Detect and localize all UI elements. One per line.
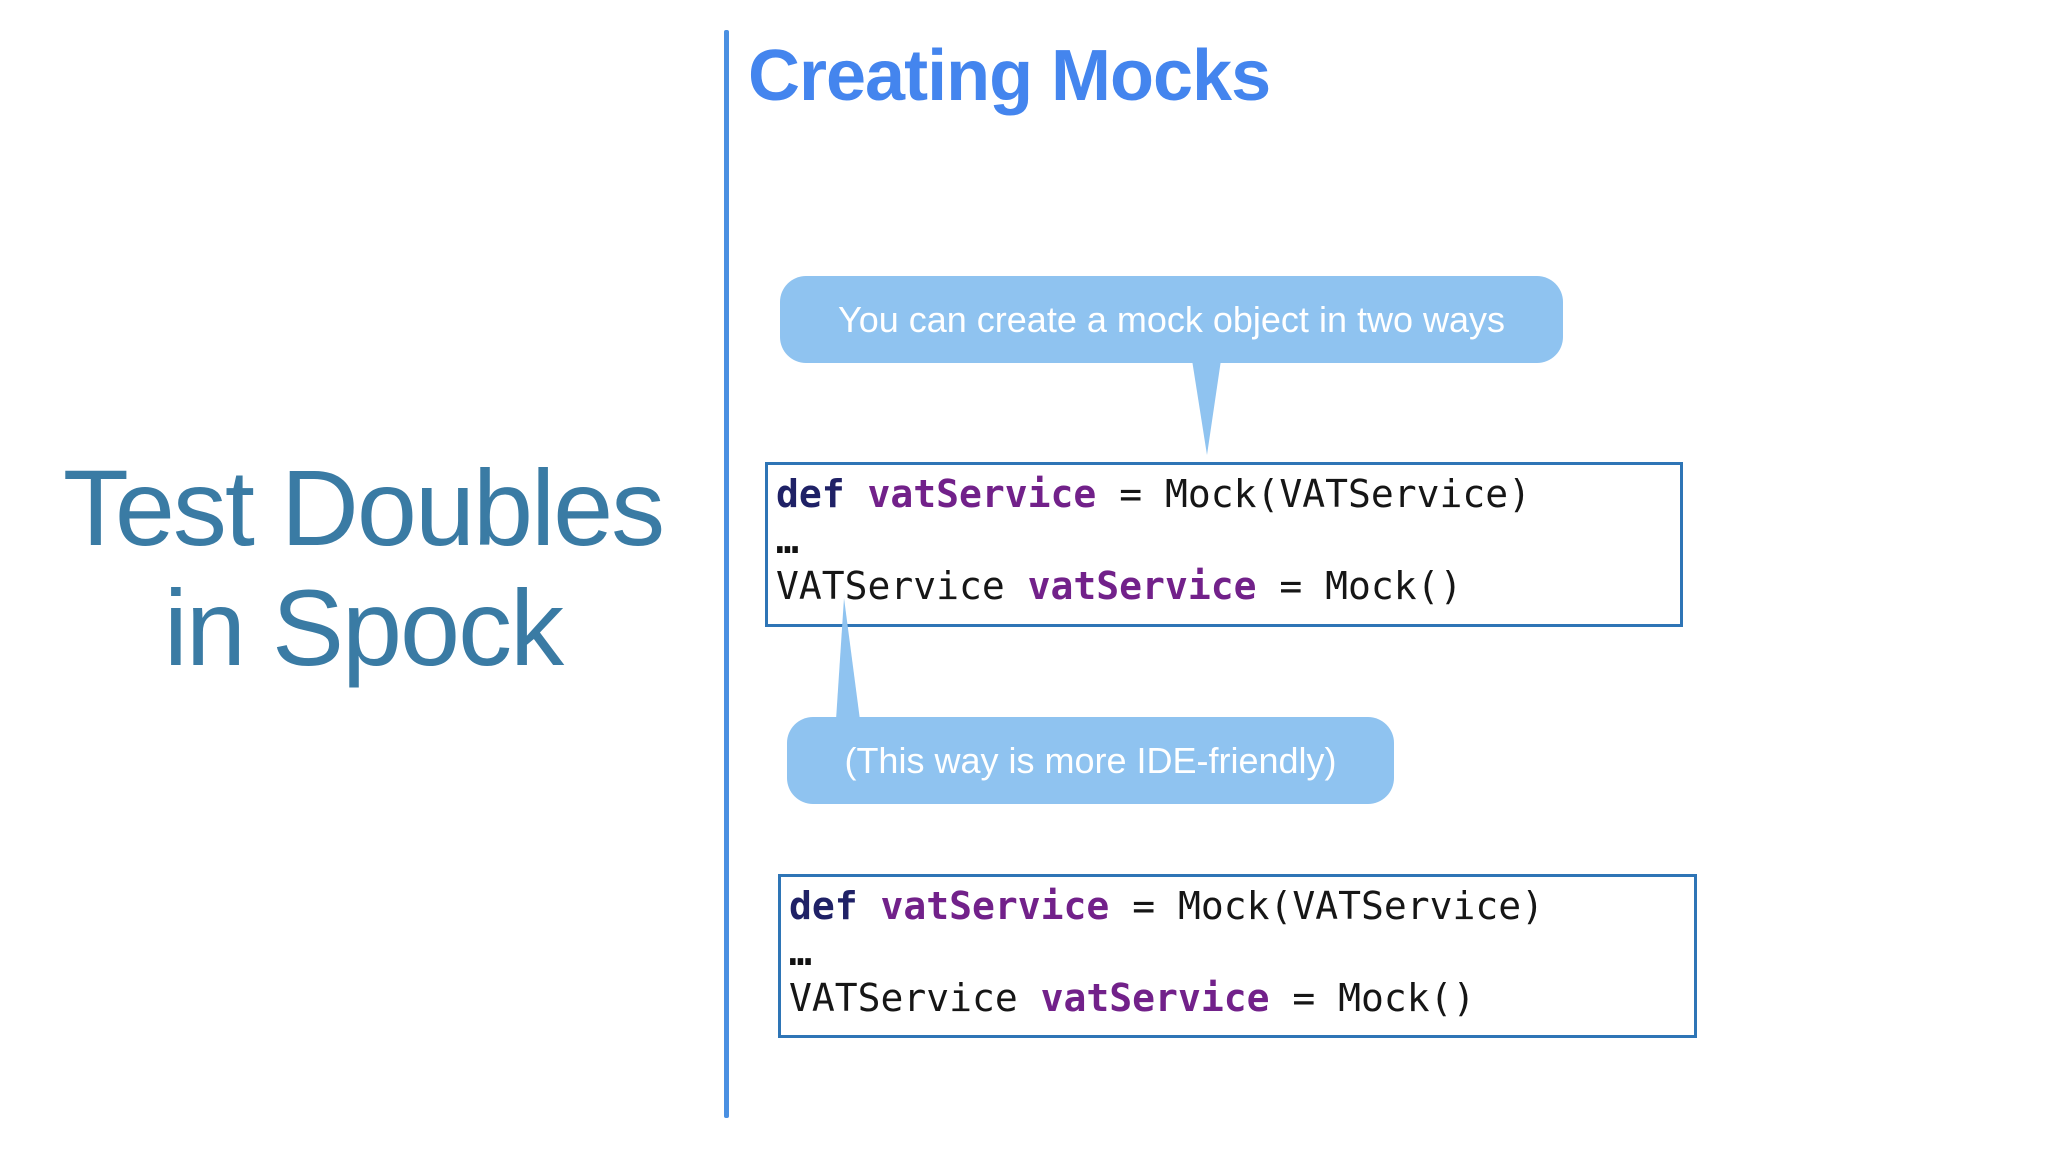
callout-two-ways-text: You can create a mock object in two ways bbox=[837, 298, 1506, 340]
code-token-plain bbox=[845, 472, 868, 516]
code-block-first: def vatService = Mock(VATService)…VATSer… bbox=[765, 462, 1683, 627]
callout-two-ways: You can create a mock object in two ways bbox=[780, 276, 1563, 363]
callout-ide-friendly-text: (This way is more IDE-friendly) bbox=[844, 739, 1337, 781]
code-token-plain: = Mock() bbox=[1256, 564, 1463, 608]
code-token-ellipsis: … bbox=[789, 930, 812, 974]
code-token-keyword: def bbox=[776, 472, 845, 516]
code-line: … bbox=[789, 929, 1694, 975]
code-token-variable: vatService bbox=[1040, 976, 1270, 1020]
code-token-keyword: def bbox=[789, 884, 858, 928]
code-token-plain: VATService bbox=[789, 976, 1041, 1020]
callout-tail-down-icon bbox=[1192, 360, 1221, 455]
code-token-variable: vatService bbox=[1027, 564, 1257, 608]
code-token-ellipsis: … bbox=[776, 518, 799, 562]
slide-title-line-2: in Spock bbox=[163, 567, 564, 688]
section-header: Creating Mocks bbox=[748, 36, 1271, 116]
code-block-second: def vatService = Mock(VATService)…VATSer… bbox=[778, 874, 1697, 1038]
code-line: VATService vatService = Mock() bbox=[776, 563, 1680, 609]
code-token-variable: vatService bbox=[880, 884, 1110, 928]
code-token-plain: = Mock(VATService) bbox=[1109, 884, 1544, 928]
callout-tail-up-icon bbox=[836, 598, 860, 720]
code-token-variable: vatService bbox=[867, 472, 1097, 516]
code-token-plain: = Mock() bbox=[1269, 976, 1476, 1020]
code-line: VATService vatService = Mock() bbox=[789, 975, 1694, 1021]
vertical-divider bbox=[724, 30, 729, 1118]
slide-title: Test Doubles in Spock bbox=[0, 448, 726, 688]
code-token-plain: VATService bbox=[776, 564, 1028, 608]
code-line: … bbox=[776, 517, 1680, 563]
callout-ide-friendly: (This way is more IDE-friendly) bbox=[787, 717, 1394, 804]
code-line: def vatService = Mock(VATService) bbox=[789, 883, 1694, 929]
slide-title-line-1: Test Doubles bbox=[62, 447, 665, 568]
code-line: def vatService = Mock(VATService) bbox=[776, 471, 1680, 517]
code-token-plain: = Mock(VATService) bbox=[1096, 472, 1531, 516]
code-token-plain bbox=[858, 884, 881, 928]
